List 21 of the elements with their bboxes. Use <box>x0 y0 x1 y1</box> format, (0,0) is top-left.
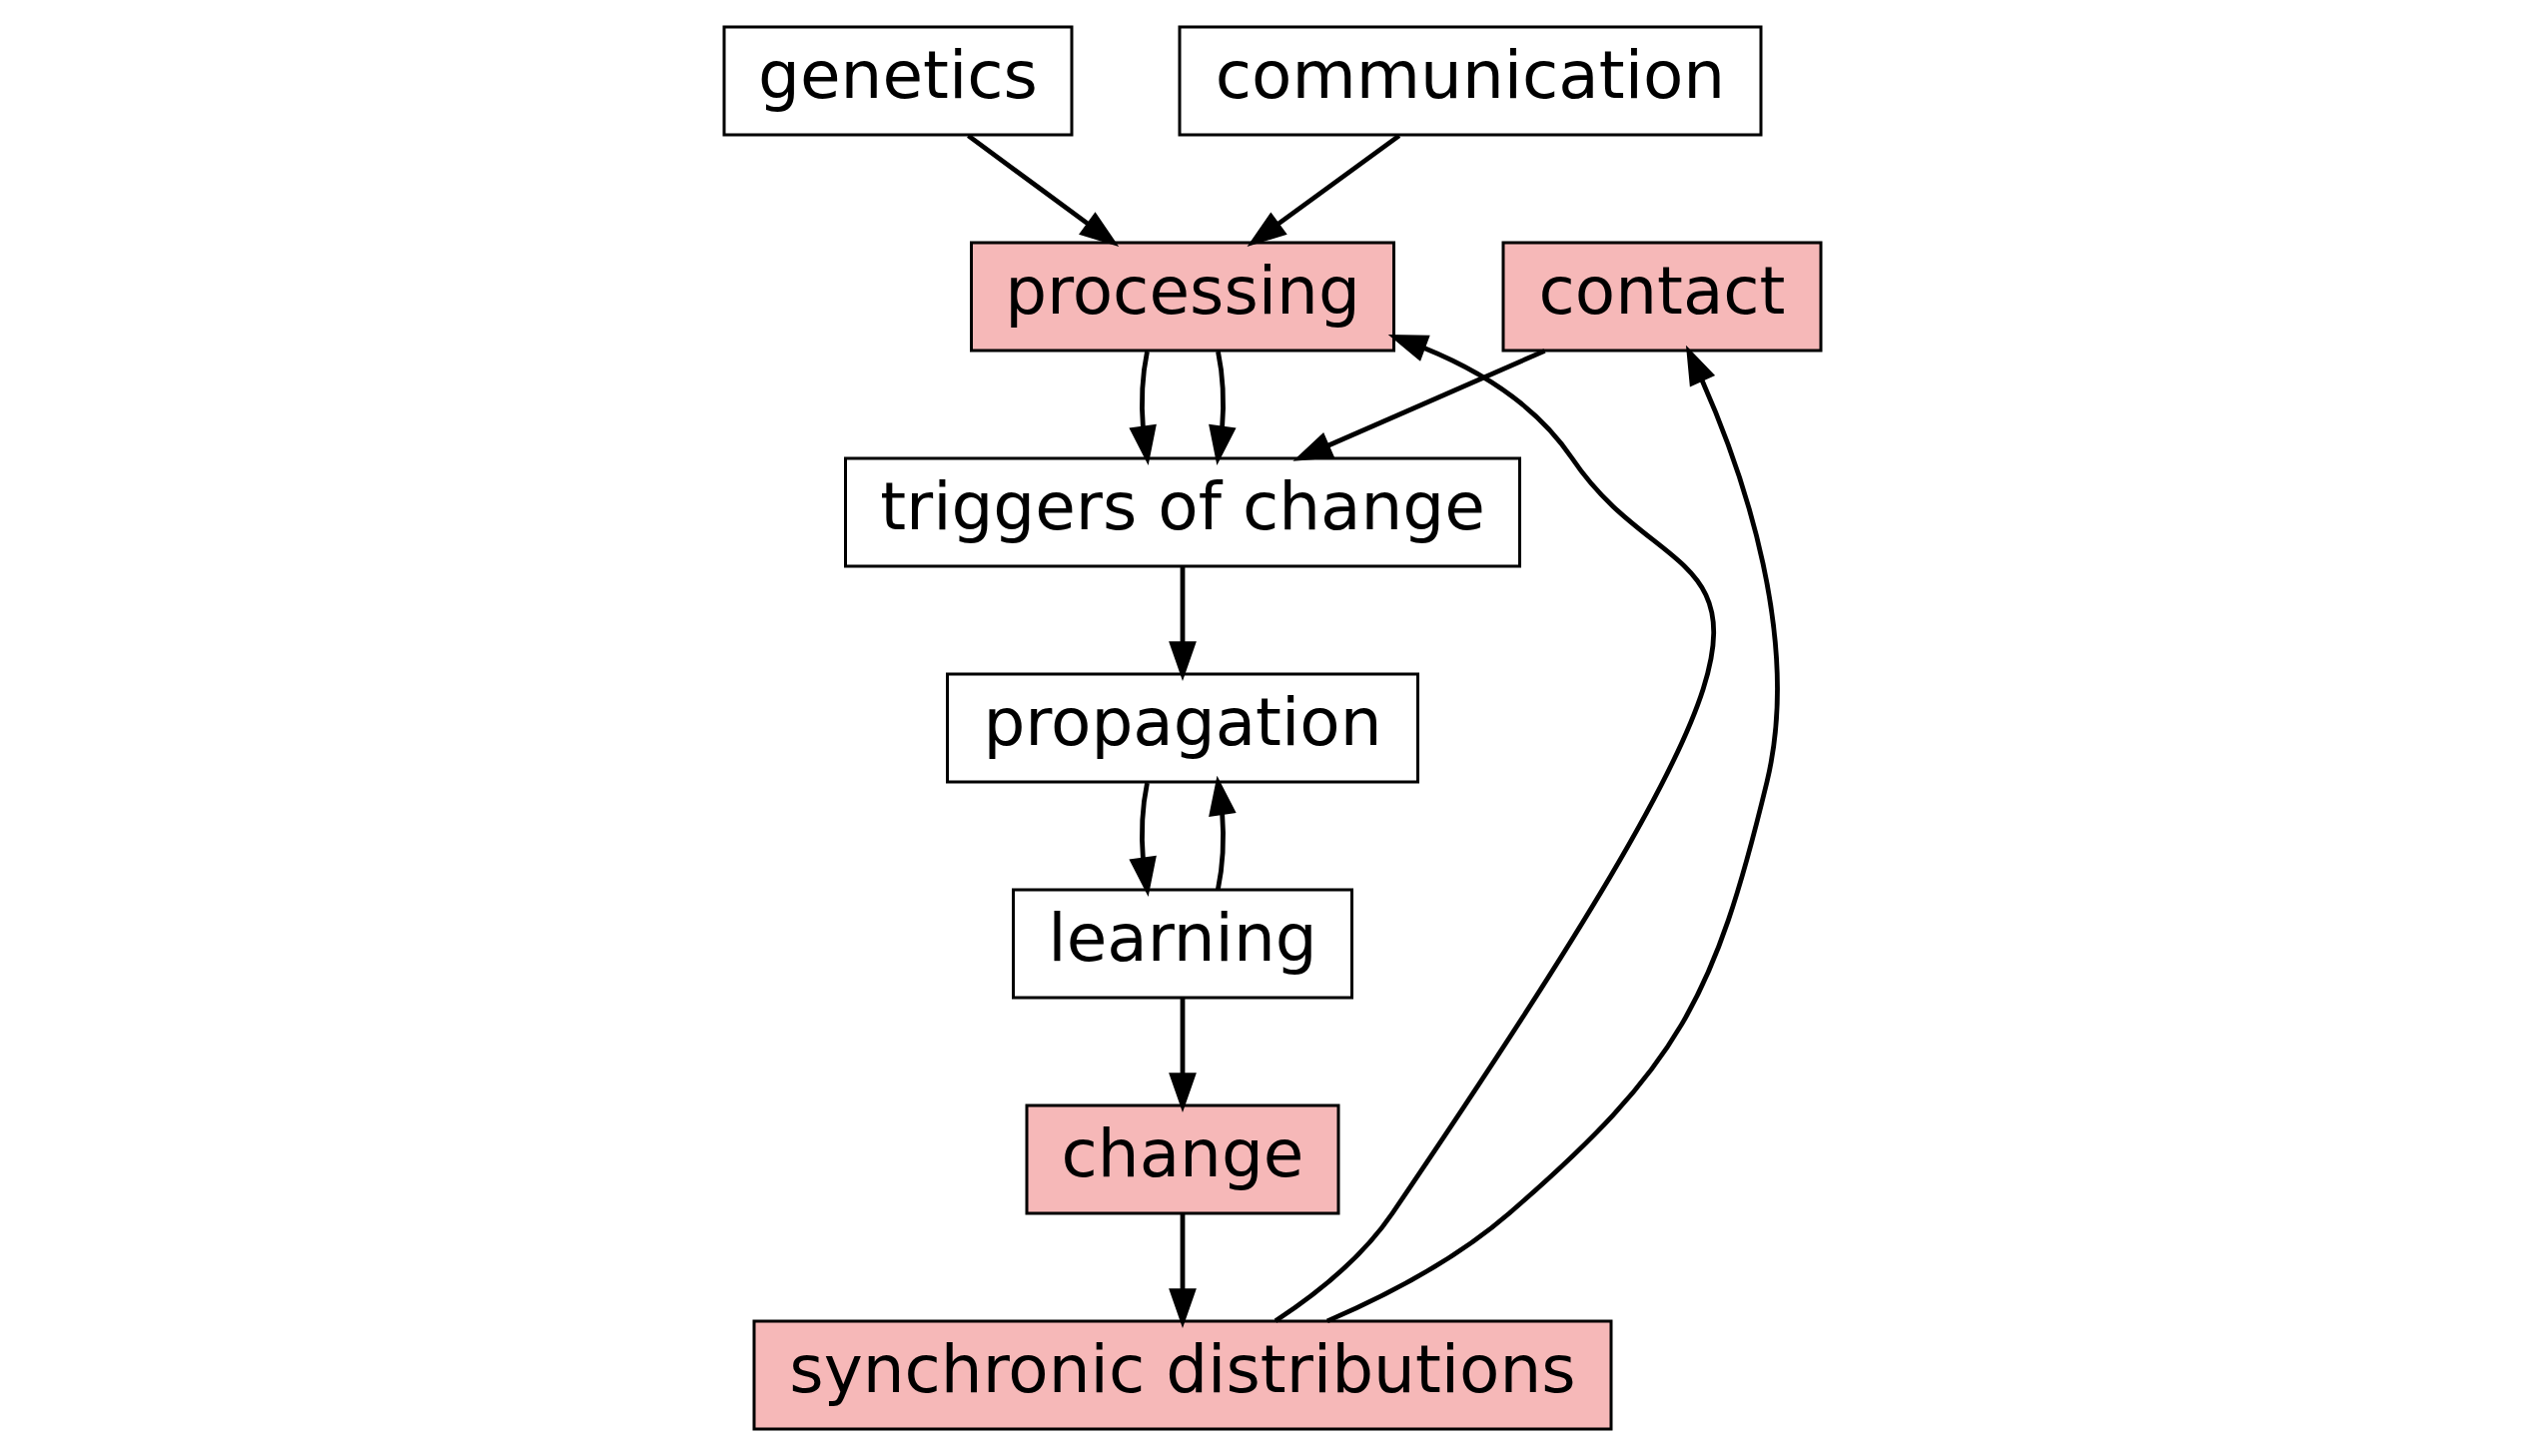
arrow <box>1209 351 1237 465</box>
node-box: genetics <box>722 25 1074 137</box>
node-box: processing <box>970 241 1395 353</box>
arrow <box>1129 782 1157 897</box>
arrow <box>1129 351 1157 465</box>
node-box: change <box>1025 1103 1340 1215</box>
arrow <box>1292 349 1546 461</box>
arrow <box>1169 566 1197 681</box>
arrow <box>1169 998 1197 1112</box>
node-box: contact <box>1501 241 1823 353</box>
node-box: learning <box>1012 888 1353 1000</box>
node-box: propagation <box>946 672 1419 784</box>
node-box: synchronic distributions <box>752 1319 1613 1431</box>
arrow <box>1169 1213 1197 1328</box>
node-box: communication <box>1178 25 1763 137</box>
arrow <box>967 133 1120 247</box>
node-box: triggers of change <box>844 456 1521 568</box>
arrow <box>1209 775 1237 891</box>
arrow <box>1247 133 1401 247</box>
arrow <box>1273 335 1716 1323</box>
arrow <box>1325 345 1780 1324</box>
